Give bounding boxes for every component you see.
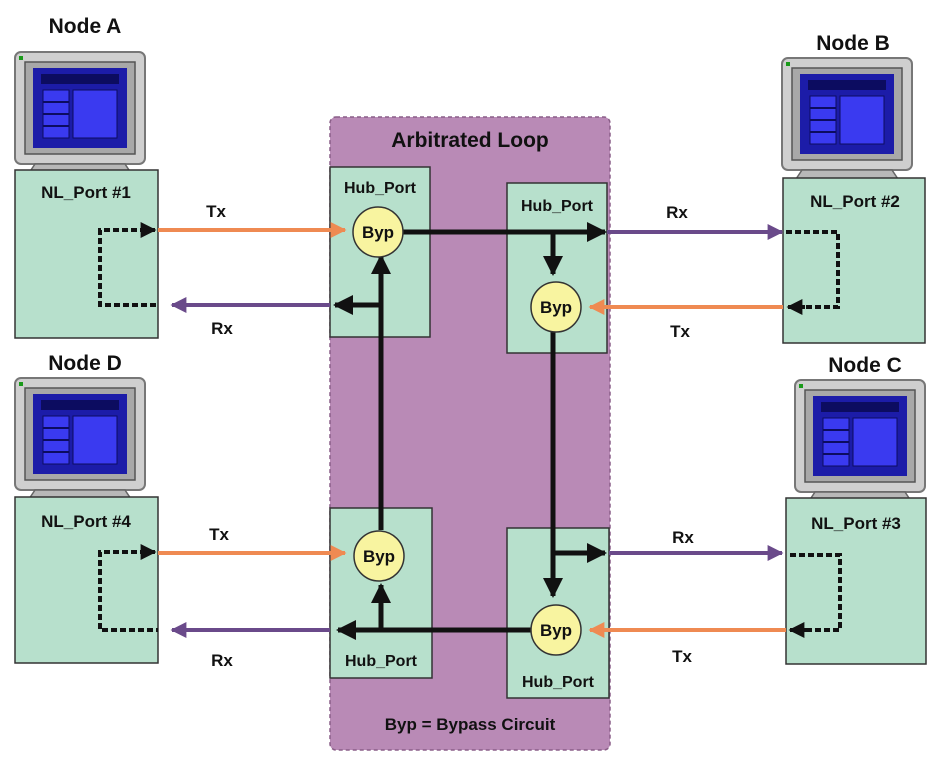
node-c-port-label: NL_Port #3: [811, 514, 901, 533]
node-c-port-box: [785, 497, 927, 665]
node-c-loopback-path: [790, 553, 842, 632]
hub-port-b-label: Hub_Port: [521, 198, 594, 215]
node-b-title: Node B: [816, 32, 890, 55]
node-b-port-box: [782, 177, 926, 344]
node-d-rx-label: Rx: [211, 651, 233, 670]
node-a-port-label: NL_Port #1: [41, 183, 131, 202]
bypass-a-label: Byp: [362, 223, 394, 242]
node-d-computer-icon: [14, 377, 146, 509]
node-d-title: Node D: [48, 352, 122, 375]
node-a-rx-label: Rx: [211, 319, 233, 338]
bypass-circuit-a: [352, 206, 404, 258]
node-a-computer-icon: [14, 51, 146, 183]
node-d-port-label: NL_Port #4: [41, 512, 131, 531]
node-c-tx-label: Tx: [672, 647, 692, 666]
node-c-rx-label: Rx: [672, 528, 694, 547]
node-a-loopback-path: [98, 228, 158, 307]
bypass-c-label: Byp: [540, 621, 572, 640]
node-b-computer-icon: [781, 57, 913, 189]
hub-port-c-label: Hub_Port: [522, 674, 595, 691]
node-a-title: Node A: [49, 15, 122, 38]
bypass-b-label: Byp: [540, 298, 572, 317]
node-b-port-label: NL_Port #2: [810, 192, 900, 211]
node-d-loopback-path: [98, 550, 158, 632]
node-a-tx-label: Tx: [206, 202, 226, 221]
bypass-circuit-c: [530, 604, 582, 656]
bypass-legend: Byp = Bypass Circuit: [385, 715, 556, 734]
bypass-circuit-d: [353, 530, 405, 582]
node-a-port-box: [14, 169, 159, 339]
bypass-circuit-b: [530, 281, 582, 333]
node-c-title: Node C: [828, 354, 902, 377]
hub-port-d-label: Hub_Port: [345, 653, 418, 670]
node-d-tx-label: Tx: [209, 525, 229, 544]
node-c-computer-icon: [794, 379, 926, 511]
node-b-tx-label: Tx: [670, 322, 690, 341]
hub-port-a-label: Hub_Port: [344, 180, 417, 197]
loop-title: Arbitrated Loop: [391, 129, 549, 152]
bypass-d-label: Byp: [363, 547, 395, 566]
node-b-rx-label: Rx: [666, 203, 688, 222]
node-d-port-box: [14, 496, 159, 664]
